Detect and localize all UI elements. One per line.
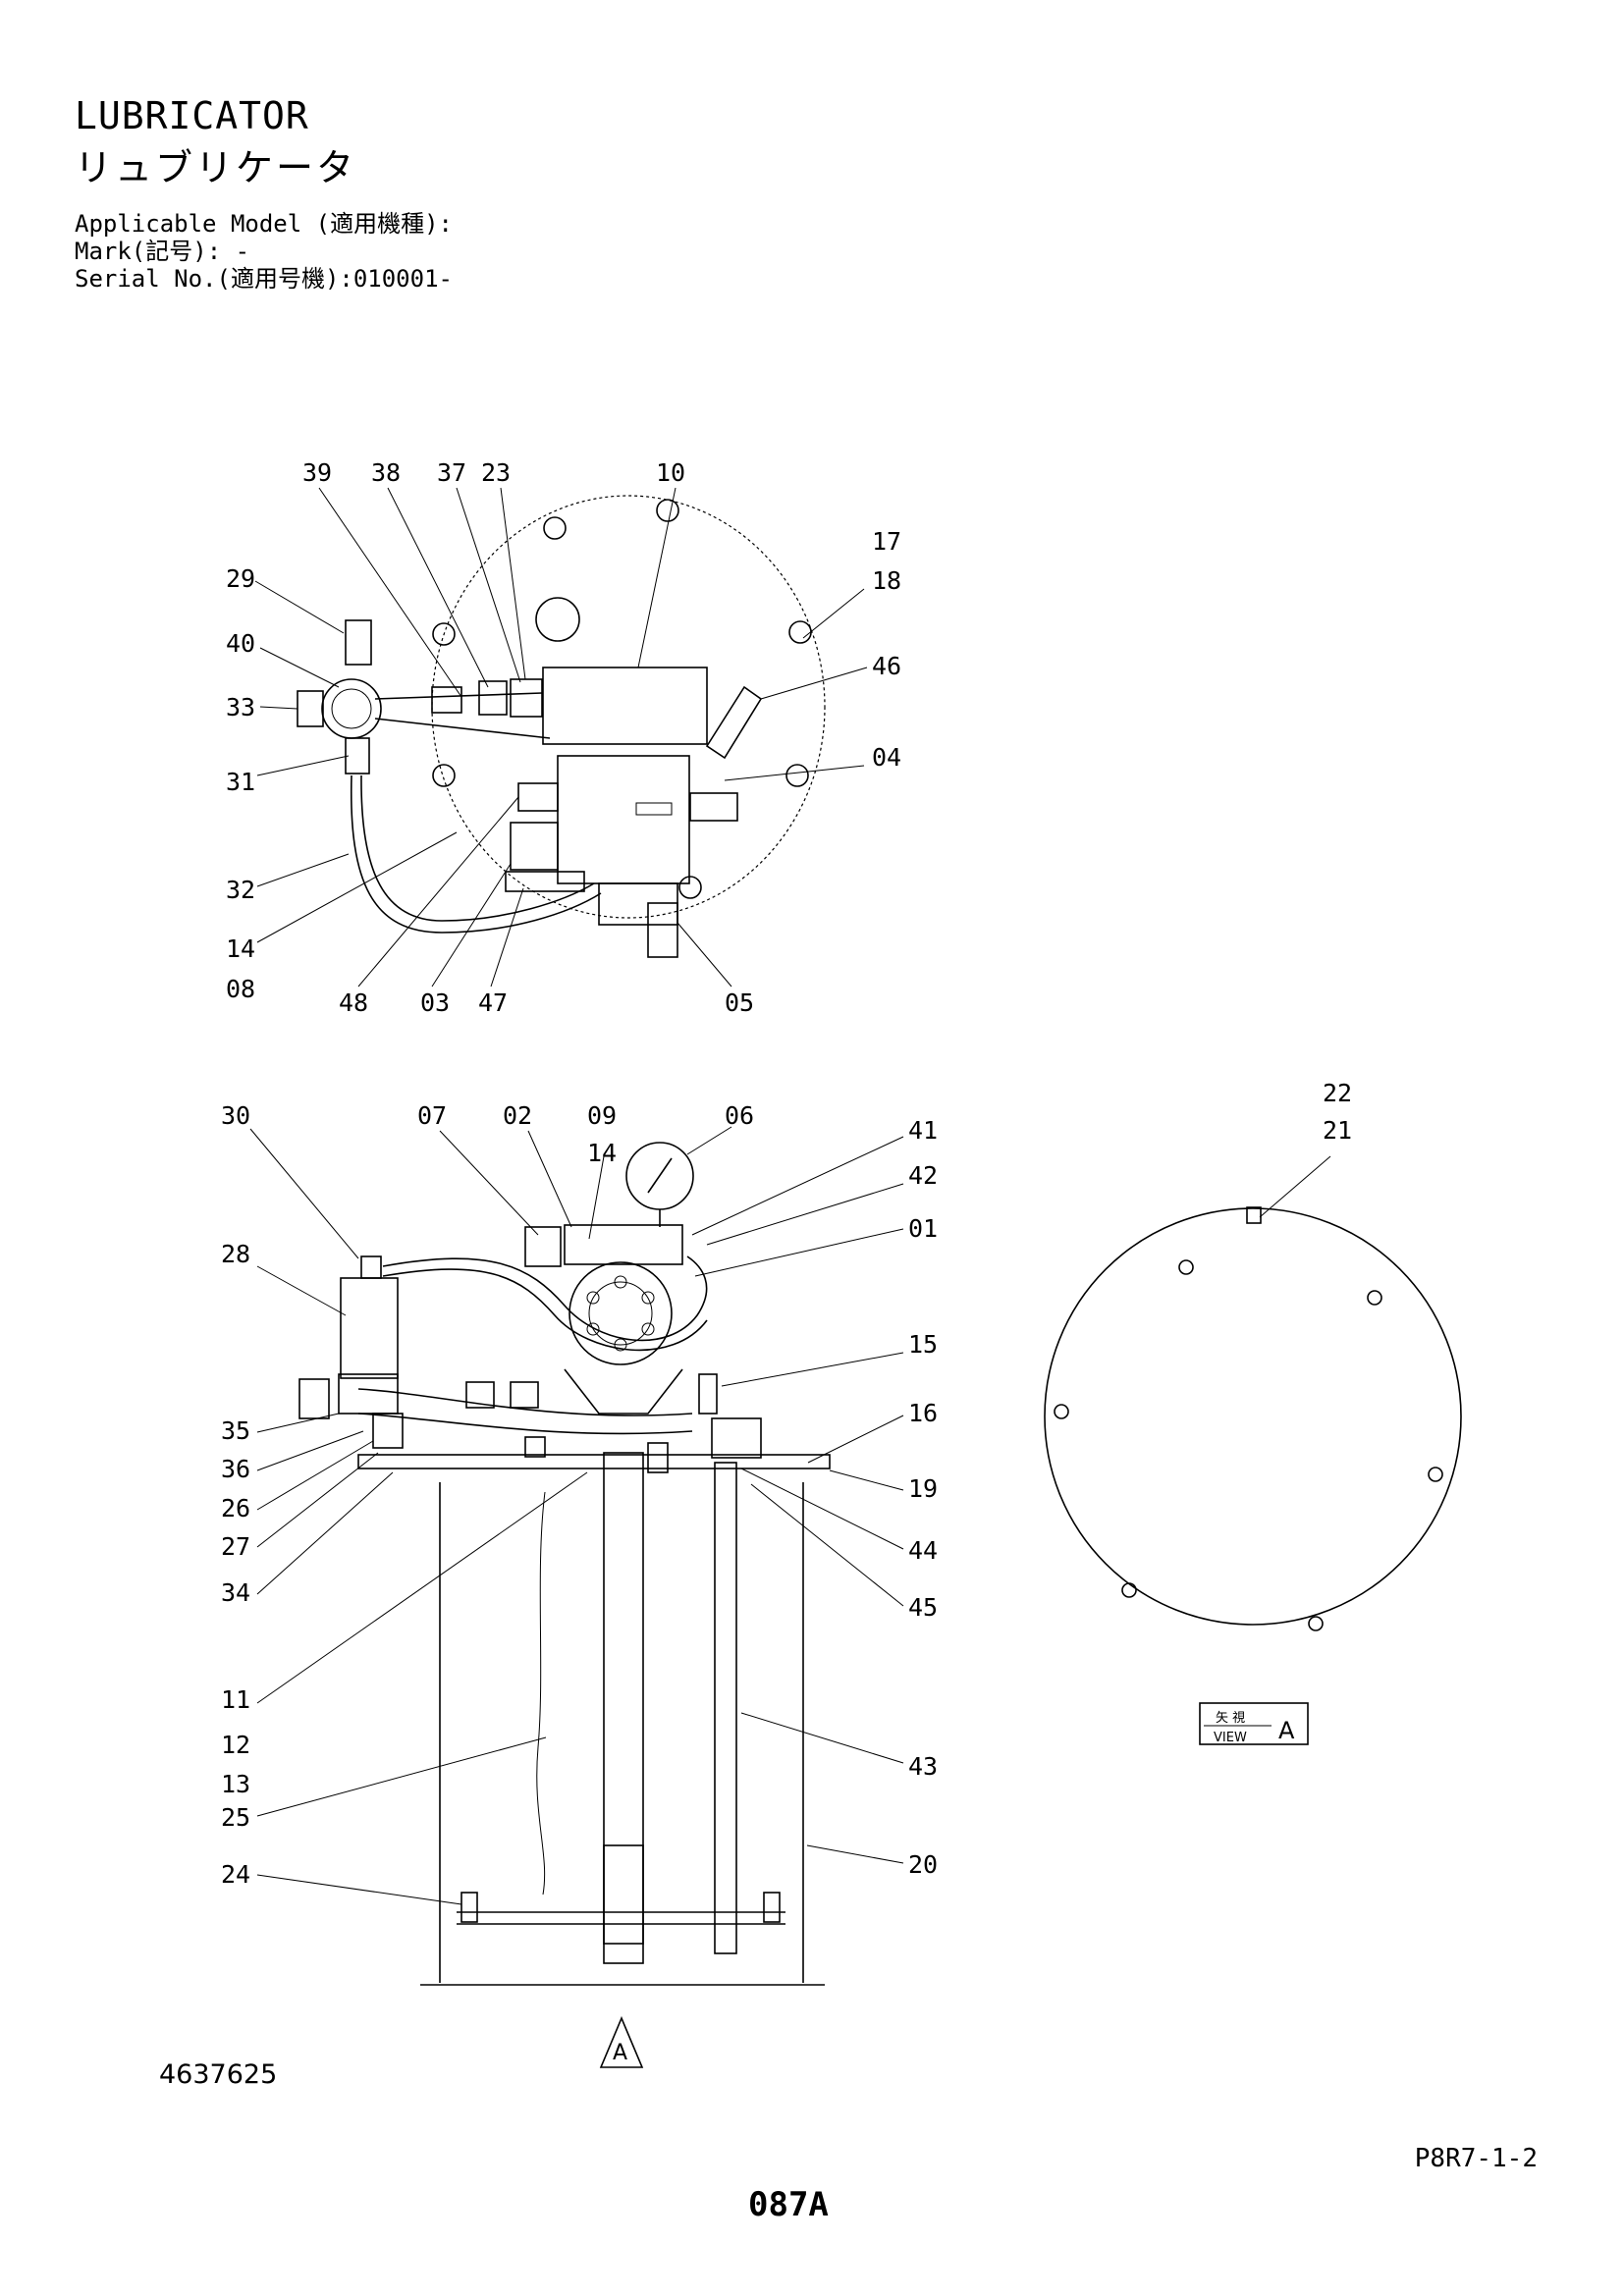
callout-09: 09 xyxy=(587,1101,617,1130)
serial-number: Serial No.(適用号機):010001- xyxy=(75,265,453,293)
callout-07: 07 xyxy=(417,1101,447,1130)
pump-head xyxy=(564,1224,683,1265)
view-a-plate xyxy=(1044,1207,1462,1626)
callout-24: 24 xyxy=(221,1860,250,1889)
callout-16: 16 xyxy=(908,1399,938,1427)
callout-14b: 14 xyxy=(587,1139,617,1167)
callout-17: 17 xyxy=(872,527,901,556)
level-wire xyxy=(536,1491,546,1896)
callout-32: 32 xyxy=(226,876,255,904)
callout-28: 28 xyxy=(221,1240,250,1268)
callout-43: 43 xyxy=(908,1752,938,1781)
motor xyxy=(340,1277,399,1379)
callout-39: 39 xyxy=(302,458,332,487)
callout-44: 44 xyxy=(908,1536,938,1565)
callout-03: 03 xyxy=(420,988,450,1017)
title-english: LUBRICATOR xyxy=(75,94,309,137)
callout-06: 06 xyxy=(725,1101,754,1130)
callout-01: 01 xyxy=(908,1214,938,1243)
motor-base xyxy=(598,882,678,926)
callout-27: 27 xyxy=(221,1532,250,1561)
view-a-fitting xyxy=(1246,1206,1262,1224)
callout-46: 46 xyxy=(872,652,901,680)
callout-29: 29 xyxy=(226,564,255,593)
view-badge-letter: A xyxy=(1278,1717,1295,1744)
callout-40: 40 xyxy=(226,629,255,658)
solenoid xyxy=(510,822,559,871)
callout-30: 30 xyxy=(221,1101,250,1130)
front-view-leaders xyxy=(249,1126,1331,1905)
callout-33: 33 xyxy=(226,693,255,721)
callout-13: 13 xyxy=(221,1770,250,1798)
pump-tube xyxy=(603,1452,644,1964)
tank-bolt-holes xyxy=(432,499,812,899)
title-japanese: リュブリケータ xyxy=(75,146,357,189)
top-plate xyxy=(357,1454,831,1469)
view-badge-en: VIEW xyxy=(1214,1731,1247,1745)
callout-41: 41 xyxy=(908,1116,938,1145)
page-reference: P8R7-1-2 xyxy=(1414,2144,1538,2173)
callout-18: 18 xyxy=(872,566,901,595)
callout-35: 35 xyxy=(221,1416,250,1445)
filler-cap xyxy=(535,597,580,642)
callout-22: 22 xyxy=(1323,1079,1352,1107)
view-badge-jp: 矢 視 xyxy=(1216,1711,1245,1726)
callout-34: 34 xyxy=(221,1578,250,1607)
callout-11: 11 xyxy=(221,1685,250,1714)
callout-02: 02 xyxy=(503,1101,532,1130)
callout-04: 04 xyxy=(872,743,901,772)
suction-pipe xyxy=(714,1462,737,1954)
callout-25: 25 xyxy=(221,1803,250,1832)
tank-outline xyxy=(431,495,826,919)
view-a: 22 21 矢 視 VIEW A xyxy=(1044,1079,1462,1745)
gauge-top xyxy=(321,678,382,739)
foot-valve xyxy=(603,1844,644,1945)
callout-19: 19 xyxy=(908,1474,938,1503)
callout-23: 23 xyxy=(481,458,511,487)
callout-31: 31 xyxy=(226,768,255,796)
callout-15: 15 xyxy=(908,1330,938,1359)
callout-38: 38 xyxy=(371,458,401,487)
callout-48: 48 xyxy=(339,988,368,1017)
front-view-callouts: 30 07 02 09 14 06 41 42 01 28 15 16 35 3… xyxy=(221,1101,938,1889)
top-view-callouts: 39 38 37 23 10 17 18 29 40 33 31 32 14 0… xyxy=(226,458,901,1017)
callout-10: 10 xyxy=(656,458,685,487)
callout-37: 37 xyxy=(437,458,466,487)
document-number: 4637625 xyxy=(159,2059,278,2090)
callout-42: 42 xyxy=(908,1161,938,1190)
callout-26: 26 xyxy=(221,1494,250,1522)
applicable-model: Applicable Model (適用機種): xyxy=(75,210,453,238)
mark: Mark(記号): - xyxy=(75,238,250,265)
top-view-leaders xyxy=(254,487,868,988)
callout-08: 08 xyxy=(226,975,255,1003)
pump-gear xyxy=(568,1261,673,1365)
callout-45: 45 xyxy=(908,1593,938,1622)
page-number: 087A xyxy=(748,2185,829,2224)
view-arrow-letter: A xyxy=(613,2041,627,2065)
pump-block xyxy=(542,667,708,745)
callout-36: 36 xyxy=(221,1455,250,1483)
callout-12: 12 xyxy=(221,1731,250,1759)
front-view xyxy=(298,1142,831,1986)
callout-21: 21 xyxy=(1323,1116,1352,1145)
view-a-badge: 矢 視 VIEW A xyxy=(1199,1702,1309,1745)
view-arrow-a: A xyxy=(599,2015,644,2068)
callout-20: 20 xyxy=(908,1850,938,1879)
callout-47: 47 xyxy=(478,988,508,1017)
top-view xyxy=(297,495,826,958)
callout-05: 05 xyxy=(725,988,754,1017)
callout-14: 14 xyxy=(226,934,255,963)
valve-body xyxy=(557,755,690,884)
